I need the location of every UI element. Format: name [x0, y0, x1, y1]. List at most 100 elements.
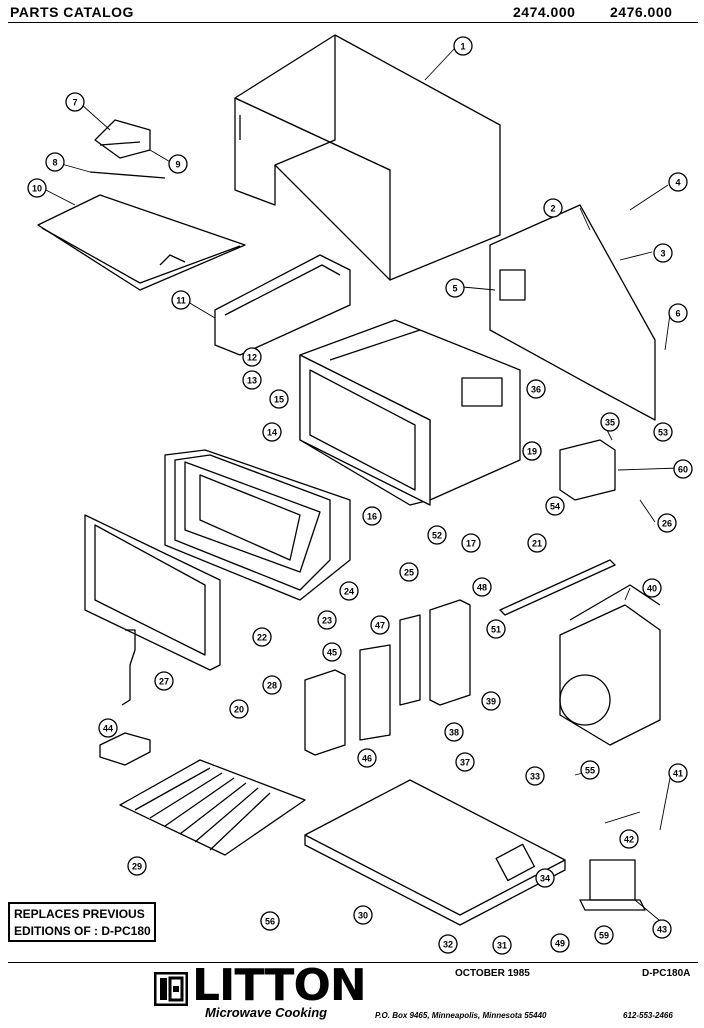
callout-circle — [668, 303, 688, 323]
callout-44: 44 — [98, 718, 118, 738]
callout-38: 38 — [444, 722, 464, 742]
callout-circle — [653, 243, 673, 263]
callout-circle — [242, 370, 262, 390]
door-frame-part — [84, 514, 221, 671]
catalog-title: PARTS CATALOG — [10, 4, 134, 20]
callout-47: 47 — [370, 615, 390, 635]
replaces-line-2: EDITIONS OF : D-PC180 — [14, 924, 151, 938]
callout-circle — [486, 619, 506, 639]
callout-number: 16 — [367, 512, 377, 522]
callout-circle — [98, 718, 118, 738]
callout-circle — [543, 198, 563, 218]
replaces-notice: REPLACES PREVIOUS EDITIONS OF : D-PC180 — [8, 902, 156, 942]
callout-circle — [526, 379, 546, 399]
front-flange-part — [299, 354, 431, 506]
shield-plate-part — [37, 194, 246, 291]
callout-circle — [229, 699, 249, 719]
callout-circle — [370, 615, 390, 635]
header-rule — [8, 22, 698, 23]
callout-circle — [535, 868, 555, 888]
callout-circle — [673, 459, 693, 479]
callout-number: 43 — [657, 925, 667, 935]
model-number-2: 2476.000 — [610, 4, 673, 20]
callout-circle — [550, 933, 570, 953]
callout-49: 49 — [550, 933, 570, 953]
callout-36: 36 — [526, 379, 546, 399]
callout-48: 48 — [472, 577, 492, 597]
callout-number: 53 — [658, 428, 668, 438]
callout-number: 41 — [673, 769, 683, 779]
callout-number: 28 — [267, 681, 277, 691]
callout-number: 8 — [52, 158, 57, 168]
phone-number: 612-553-2466 — [623, 1011, 673, 1020]
callout-circle — [252, 627, 272, 647]
callout-55: 55 — [580, 760, 600, 780]
callout-number: 32 — [443, 940, 453, 950]
callout-circle — [668, 172, 688, 192]
callout-15: 15 — [269, 389, 289, 409]
callout-23: 23 — [317, 610, 337, 630]
callout-circle — [317, 610, 337, 630]
side-panel-part — [429, 599, 471, 706]
magnetron-part — [559, 439, 616, 501]
callout-circle — [444, 722, 464, 742]
callout-number: 37 — [460, 758, 470, 768]
document-number: D-PC180A — [642, 968, 691, 979]
control-panel-part — [304, 669, 346, 756]
leader-lines — [41, 47, 681, 926]
callout-number: 60 — [678, 465, 688, 475]
callout-1: 1 — [453, 36, 473, 56]
callout-number: 49 — [555, 939, 565, 949]
support-rail-part — [499, 559, 616, 616]
callout-54: 54 — [545, 496, 565, 516]
callout-6: 6 — [668, 303, 688, 323]
callout-number: 6 — [675, 309, 680, 319]
callout-number: 47 — [375, 621, 385, 631]
callout-number: 7 — [72, 98, 77, 108]
callout-number: 23 — [322, 616, 332, 626]
callout-51: 51 — [486, 619, 506, 639]
model-number-1: 2474.000 — [513, 4, 576, 20]
callout-number: 30 — [358, 911, 368, 921]
callout-26: 26 — [657, 513, 677, 533]
callout-number: 54 — [550, 502, 560, 512]
litton-logo-icon — [154, 972, 188, 1006]
callout-number: 4 — [675, 178, 680, 188]
brand-name: LITTON — [192, 960, 367, 1011]
callout-group: 1234567891011121314151617181920212223242… — [27, 36, 693, 955]
callout-number: 24 — [344, 587, 354, 597]
callout-number: 34 — [540, 874, 550, 884]
callout-circle — [357, 748, 377, 768]
callout-59: 59 — [594, 925, 614, 945]
callout-9: 9 — [168, 154, 188, 174]
callout-16: 16 — [362, 506, 382, 526]
callout-circle — [262, 422, 282, 442]
callout-number: 21 — [532, 539, 542, 549]
callout-circle — [362, 506, 382, 526]
back-panel-part — [489, 204, 656, 421]
callout-20: 20 — [229, 699, 249, 719]
callout-number: 25 — [404, 568, 414, 578]
callout-number: 36 — [531, 385, 541, 395]
callout-22: 22 — [252, 627, 272, 647]
callout-number: 1 — [460, 42, 465, 52]
callout-circle — [652, 919, 672, 939]
replaces-line-1: REPLACES PREVIOUS — [14, 907, 145, 921]
callout-circle — [525, 766, 545, 786]
callout-25: 25 — [399, 562, 419, 582]
callout-19: 19 — [522, 441, 542, 461]
oven-shelf-part — [119, 759, 306, 856]
callout-17: 17 — [461, 533, 481, 553]
callout-number: 17 — [466, 539, 476, 549]
callout-5: 5 — [445, 278, 465, 298]
callout-circle — [438, 934, 458, 954]
callout-13: 13 — [242, 370, 262, 390]
callout-circle — [522, 441, 542, 461]
latch-lever-part — [121, 629, 136, 706]
callout-number: 33 — [530, 772, 540, 782]
callout-circle — [455, 752, 475, 772]
callout-60: 60 — [673, 459, 693, 479]
callout-number: 27 — [159, 677, 169, 687]
callout-33: 33 — [525, 766, 545, 786]
